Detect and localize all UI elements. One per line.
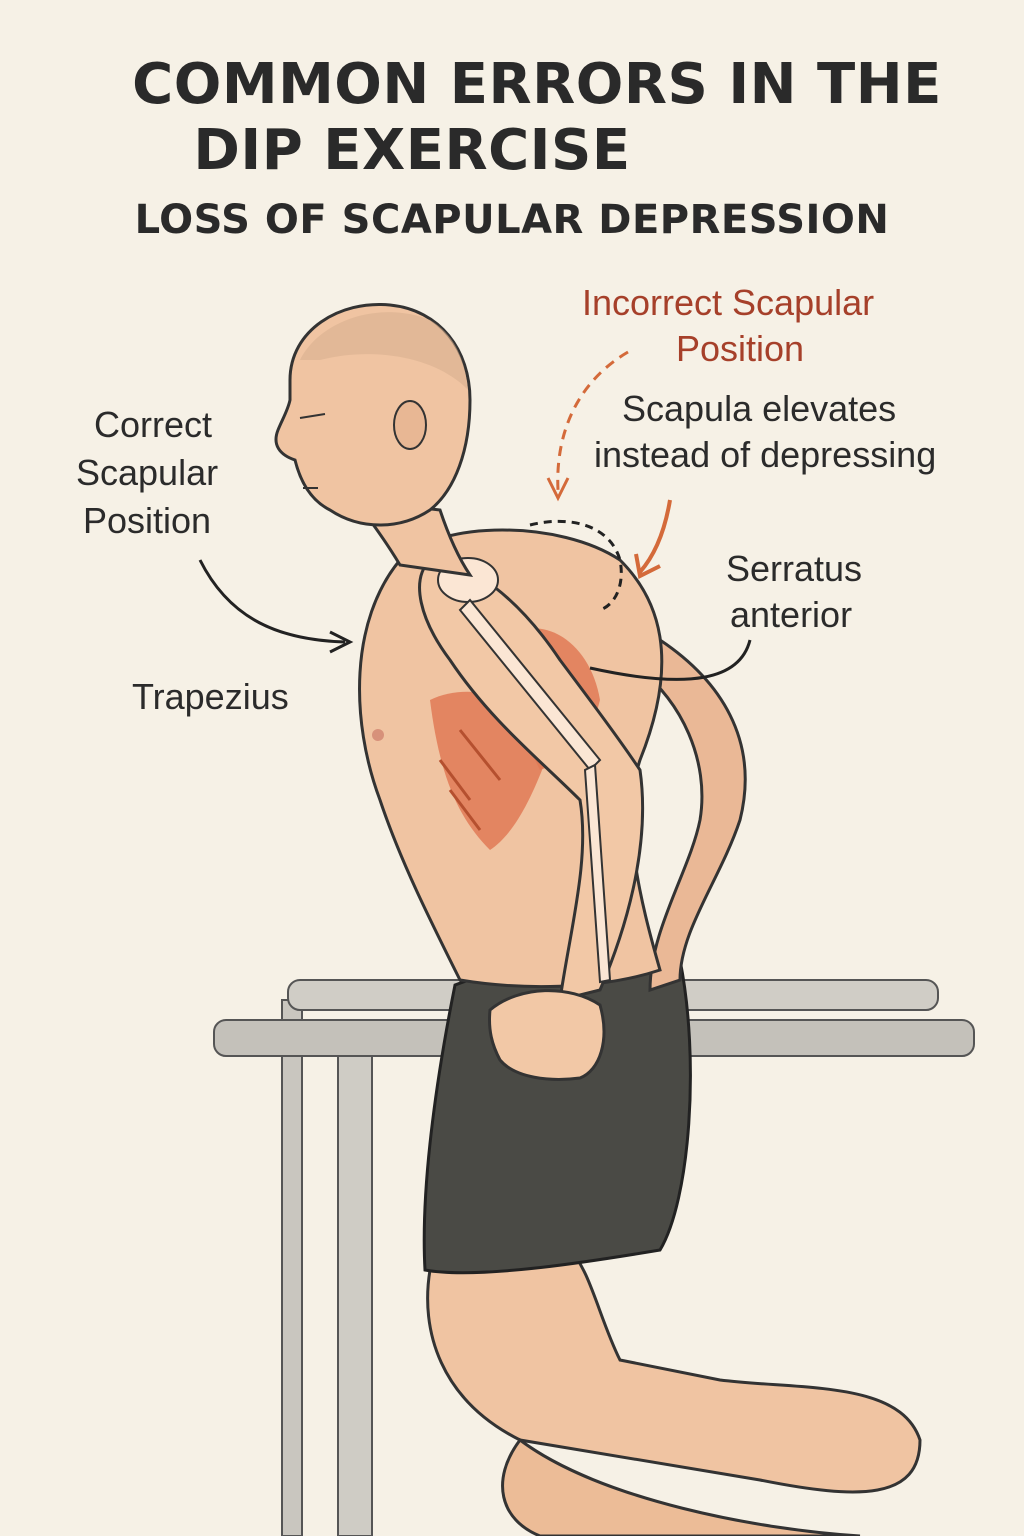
nipple <box>372 729 384 741</box>
dip-bars <box>213 979 975 1536</box>
back-arm <box>637 637 747 993</box>
label-correct-line1: Correct <box>94 404 213 445</box>
label-serratus-line1: Serratus <box>726 548 863 589</box>
label-incorrect-line2: Position <box>676 328 805 369</box>
label-elevates-line1: Scapula elevates <box>622 388 897 429</box>
label-correct-line3: Position <box>83 500 212 541</box>
label-serratus-line2: anterior <box>730 594 853 635</box>
title-line-1: COMMON ERRORS IN THE <box>132 52 942 117</box>
hand <box>488 989 606 1081</box>
label-trapezius: Trapezius <box>132 676 289 717</box>
head <box>274 302 472 527</box>
legs <box>426 1248 922 1536</box>
annotation-arrows <box>198 350 752 681</box>
label-incorrect-line1: Incorrect Scapular <box>582 282 875 323</box>
front-arm <box>418 558 645 1002</box>
label-elevates-line2: instead of depressing <box>594 434 937 475</box>
scapula-outline <box>529 519 623 612</box>
title-line-2: DIP EXERCISE <box>193 118 631 183</box>
subtitle: LOSS OF SCAPULAR DEPRESSION <box>134 197 890 243</box>
label-correct-line2: Scapular <box>76 452 219 493</box>
